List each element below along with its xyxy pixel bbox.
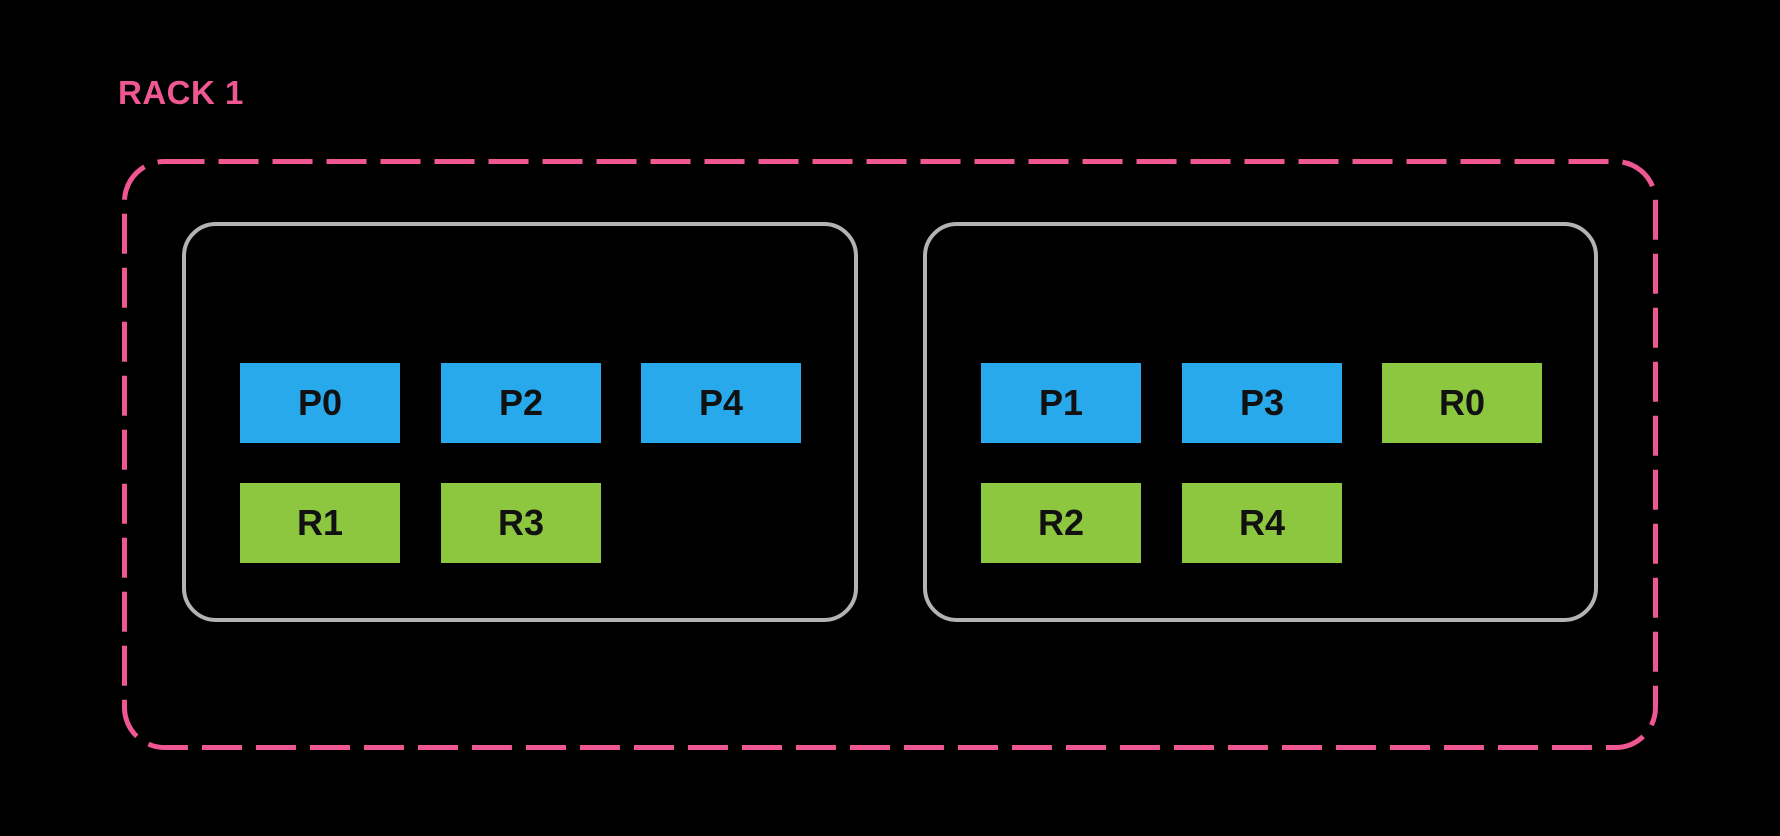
rack-title: RACK 1 [118,74,244,111]
placement-box-p4: P4 [641,363,801,443]
placement-box-r4: R4 [1182,483,1342,563]
placement-box-p1: P1 [981,363,1141,443]
placement-box-r0: R0 [1382,363,1542,443]
placement-box-p2: P2 [441,363,601,443]
placement-box-r3: R3 [441,483,601,563]
placement-box-r2: R2 [981,483,1141,563]
placement-box-p3: P3 [1182,363,1342,443]
rack-dashed-border-rect [122,159,1658,750]
placement-box-p0: P0 [240,363,400,443]
placement-box-r1: R1 [240,483,400,563]
